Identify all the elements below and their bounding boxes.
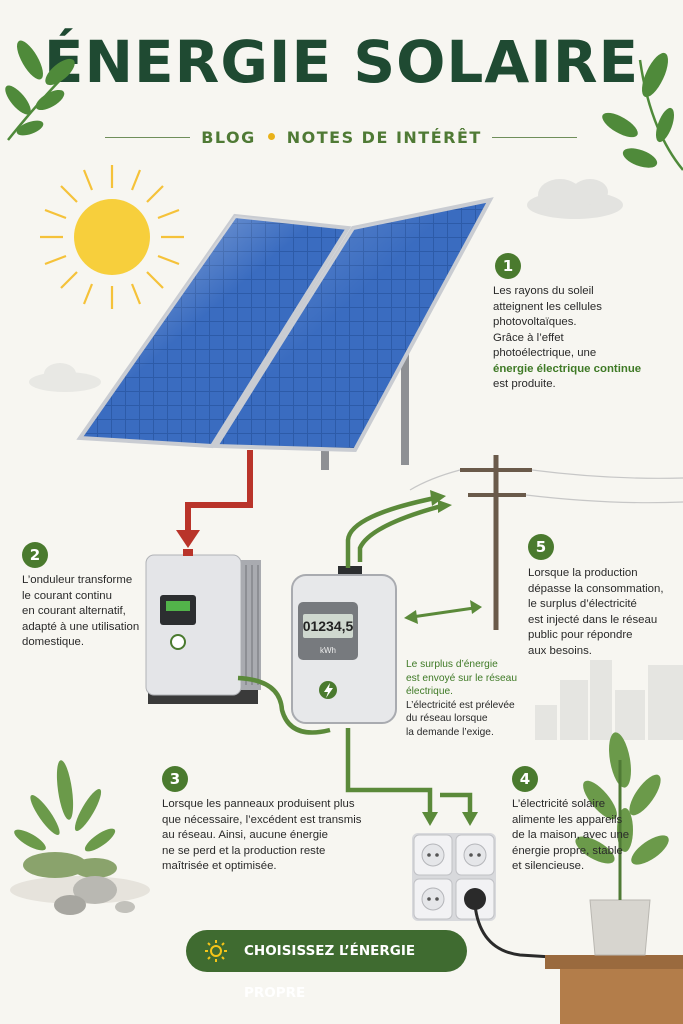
cta-label: CHOISISSEZ L’ÉNERGIE PROPRE xyxy=(244,943,416,1001)
solar-panel-icon xyxy=(76,197,494,470)
potted-plant-icon xyxy=(575,732,669,956)
dc-cable xyxy=(185,450,253,540)
highlight-text: énergie électrique continue xyxy=(493,362,642,375)
arrow-down-icon xyxy=(462,812,478,826)
city-silhouette-icon xyxy=(535,660,683,740)
subtitle: BLOG NOTES DE INTÉRÊT xyxy=(0,128,683,147)
choose-clean-energy-button[interactable]: CHOISISSEZ L’ÉNERGIE PROPRE xyxy=(186,930,467,1001)
cloud-icon xyxy=(29,363,101,392)
step-number-5: 5 xyxy=(528,534,554,560)
sun-icon xyxy=(205,940,227,962)
ac-cable xyxy=(237,494,473,815)
plug-cable xyxy=(473,904,601,962)
sun-icon xyxy=(40,165,184,309)
step-3-text: Lorsque les panneaux produisent plus que… xyxy=(162,798,362,872)
step-number-1: 1 xyxy=(495,253,521,279)
electric-meter-icon: 01234,5 kWh xyxy=(291,566,397,724)
surplus-note: Le surplus d’énergie est envoyé sur le r… xyxy=(406,659,517,738)
separator-dot xyxy=(267,133,275,140)
step-4-text: L’électricité solaire alimente les appar… xyxy=(512,798,630,872)
inverter-icon xyxy=(145,549,261,704)
page-title: ÉNERGIE SOLAIRE xyxy=(43,28,640,96)
arrow-right-icon xyxy=(438,500,452,513)
double-arrow-icon xyxy=(404,600,482,624)
arrow-down-icon xyxy=(422,812,438,826)
plant-rocks-icon xyxy=(10,760,150,915)
arrow-down-icon xyxy=(176,530,200,548)
blog-link[interactable]: BLOG xyxy=(201,128,256,147)
step-5-text: Lorsque la production dépasse la consomm… xyxy=(528,567,664,657)
meter-unit: kWh xyxy=(320,646,336,655)
step-number-4: 4 xyxy=(512,766,538,792)
meter-reading: 01234,5 xyxy=(303,618,354,634)
subtitle-rule-left xyxy=(105,137,190,138)
arrow-right-icon xyxy=(430,490,446,506)
cloud-icon xyxy=(527,179,623,219)
power-outlet-icon xyxy=(412,833,496,921)
notes-link[interactable]: NOTES DE INTÉRÊT xyxy=(286,128,482,147)
step-1-text: Les rayons du soleil atteignent les cell… xyxy=(493,285,642,390)
utility-pole-icon xyxy=(460,455,532,630)
leaf-branch-left-icon xyxy=(5,40,75,141)
step-number-2: 2 xyxy=(22,542,48,568)
table-icon xyxy=(545,955,683,1024)
step-2-text: L’onduleur transforme le courant continu… xyxy=(22,574,140,648)
leaf-branch-right-icon xyxy=(602,52,683,171)
subtitle-rule-right xyxy=(492,137,577,138)
step-number-3: 3 xyxy=(162,766,188,792)
